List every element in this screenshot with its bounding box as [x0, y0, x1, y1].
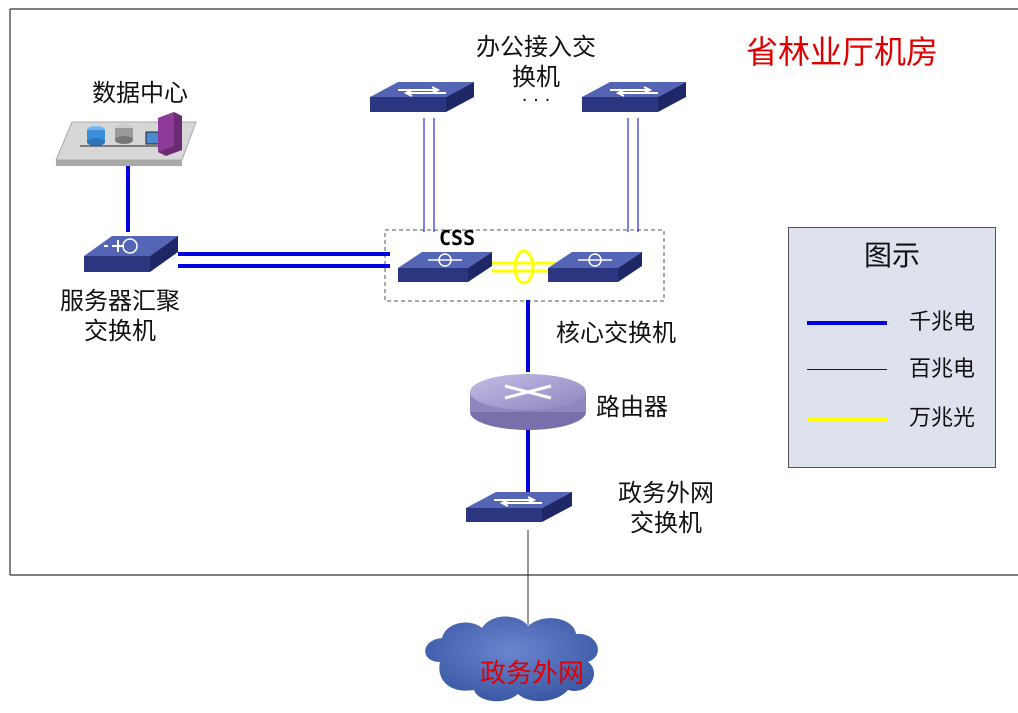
css-cluster-label: CSS: [439, 226, 476, 250]
core-switch-left: [398, 252, 492, 282]
office-access-switch-left: [370, 82, 474, 112]
server-rack-icon: [55, 112, 197, 166]
gov-network-switch-icon: [466, 492, 572, 522]
gov-cloud-label: 政务外网: [479, 659, 584, 689]
legend-item-100m: 百兆电: [789, 355, 995, 385]
server-agg-label-line2: 交换机: [84, 317, 156, 345]
server-agg-label-line1: 服务器汇聚: [60, 287, 180, 315]
legend: 图示 千兆电 百兆电 万兆光: [788, 227, 996, 468]
legend-label: 百兆电: [909, 357, 976, 382]
legend-item-gigabit: 千兆电: [789, 308, 995, 338]
legend-line-thick-blue: [807, 321, 887, 325]
router-label: 路由器: [596, 393, 668, 421]
gov-switch-label-line1: 政务外网: [618, 479, 714, 507]
machine-room-frame: [9, 8, 1018, 576]
link-aggregation-ring: [513, 249, 535, 285]
cloud-icon: [425, 616, 598, 702]
legend-item-10g: 万兆光: [789, 404, 995, 434]
legend-label: 万兆光: [909, 406, 976, 431]
office-access-switch-right: [582, 82, 686, 112]
legend-label: 千兆电: [909, 310, 976, 335]
server-aggregation-switch-icon: [84, 235, 178, 272]
router-icon: [470, 374, 586, 430]
links: [126, 118, 639, 625]
office-access-label-line1: 办公接入交: [476, 33, 596, 61]
core-switch-right: [548, 252, 642, 282]
legend-line-thin-blue: [807, 369, 887, 370]
office-access-label-line2: 换机: [512, 63, 560, 91]
core-switch-label: 核心交换机: [556, 319, 676, 347]
legend-line-yellow: [807, 417, 887, 421]
data-center-label: 数据中心: [92, 79, 188, 107]
legend-title: 图示: [863, 239, 920, 272]
page-title: 省林业厅机房: [746, 33, 939, 71]
ellipsis-label: · · ·: [521, 90, 551, 111]
gov-switch-label-line2: 交换机: [630, 509, 702, 537]
